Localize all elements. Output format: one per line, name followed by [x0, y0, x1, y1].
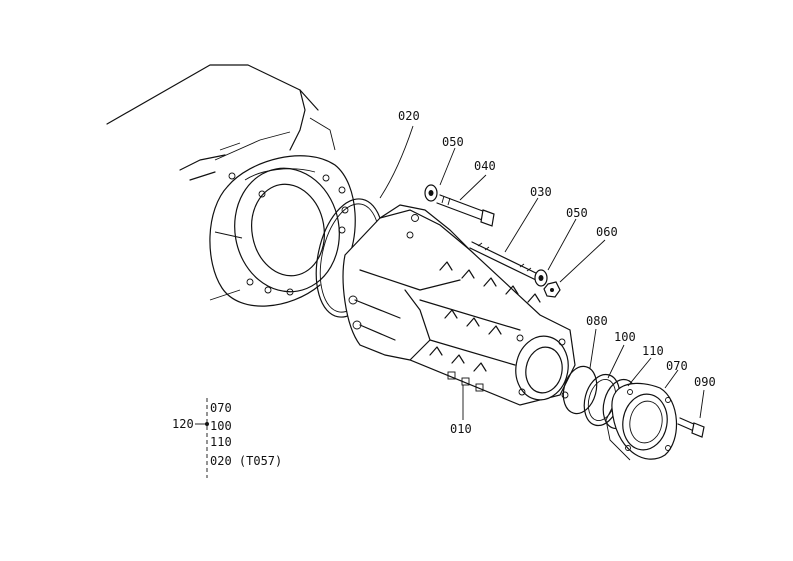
kit-item-110: 110 — [210, 435, 232, 449]
kit-item-020: 020 (T057) — [210, 454, 282, 468]
part-labels: 020 050 040 030 050 060 080 100 110 070 … — [398, 109, 716, 436]
nut-060 — [543, 281, 561, 298]
kit-item-070: 070 — [210, 401, 232, 415]
label-050-lower: 050 — [566, 206, 588, 220]
rear-axle-housing-010 — [342, 204, 576, 406]
label-030: 030 — [530, 185, 552, 199]
kit-number: 120 — [172, 417, 194, 431]
washer-050-upper — [424, 184, 438, 202]
label-050-upper: 050 — [442, 135, 464, 149]
label-070: 070 — [666, 359, 688, 373]
label-060: 060 — [596, 225, 618, 239]
engine-frame-outline — [106, 64, 319, 181]
label-110: 110 — [642, 344, 664, 358]
bolt-090 — [677, 417, 705, 438]
label-090: 090 — [694, 375, 716, 389]
stud-bolt-030 — [469, 241, 541, 282]
label-010: 010 — [450, 422, 472, 436]
label-020: 020 — [398, 109, 420, 123]
kit-item-100: 100 — [210, 419, 232, 433]
flywheel-housing — [209, 117, 356, 307]
o-ring-080 — [562, 365, 598, 415]
label-100: 100 — [614, 330, 636, 344]
bearing-retainer-070 — [605, 382, 677, 461]
bolt-040 — [436, 194, 495, 227]
washer-050-lower — [534, 269, 548, 287]
assembly-kit-legend: 120 070 100 110 020 (T057) — [172, 398, 282, 478]
leader-lines — [379, 125, 705, 420]
label-040: 040 — [474, 159, 496, 173]
label-080: 080 — [586, 314, 608, 328]
